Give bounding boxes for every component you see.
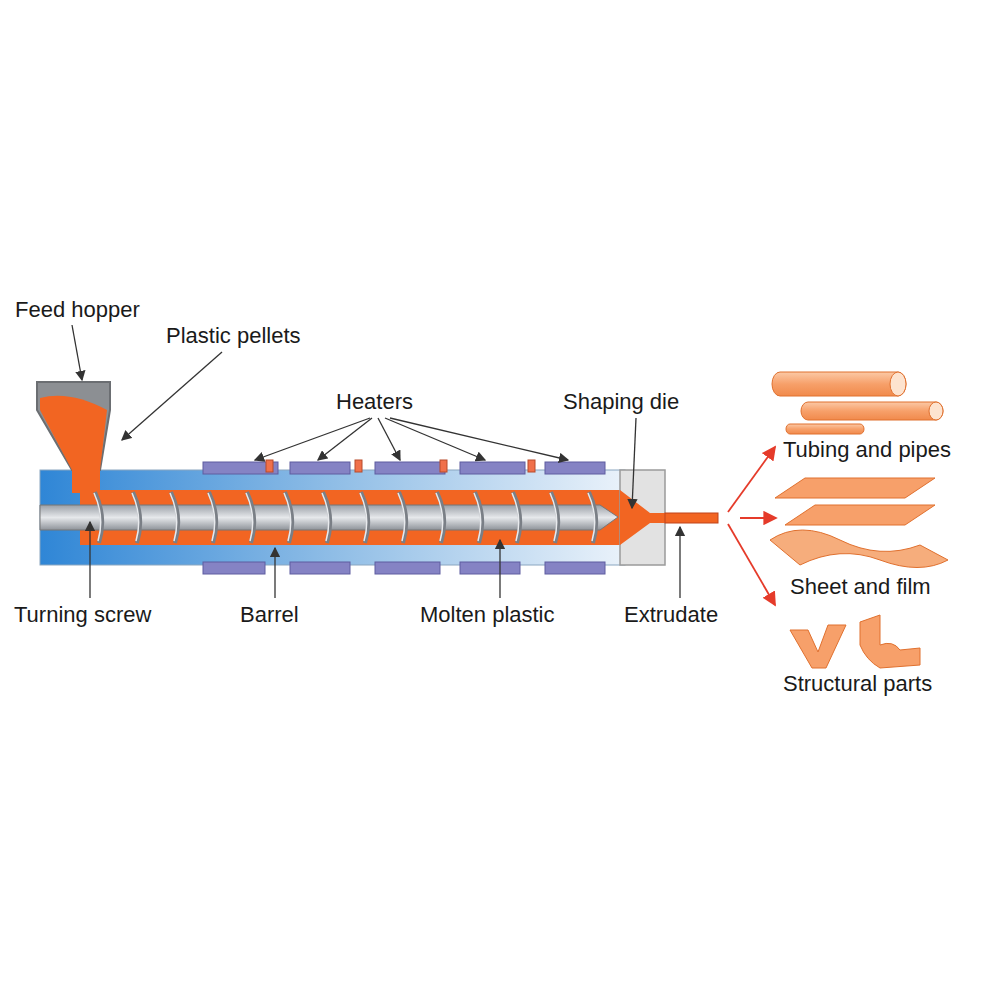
part-label: Heaters	[336, 390, 413, 414]
part-label: Barrel	[240, 603, 299, 627]
product-label: Sheet and film	[790, 575, 931, 599]
part-label: Molten plastic	[420, 603, 555, 627]
product-label: Structural parts	[783, 672, 932, 696]
screw-flight	[360, 493, 367, 541]
screw-flight	[246, 493, 253, 541]
screw-flight	[133, 492, 140, 543]
screw-flight	[550, 493, 557, 541]
screw-flight	[436, 493, 443, 541]
screw-flight	[398, 493, 405, 541]
screw-flight	[323, 492, 330, 543]
part-label: Feed hopper	[15, 298, 140, 322]
screw-flight	[247, 492, 254, 543]
screw-flight	[171, 492, 178, 543]
screw-flight	[284, 493, 291, 541]
screw-flight	[399, 492, 406, 543]
part-label: Extrudate	[624, 603, 718, 627]
screw-flight	[285, 492, 292, 543]
screw-flight	[475, 492, 482, 543]
screw-flight	[588, 493, 595, 541]
part-label: Turning screw	[14, 603, 151, 627]
screw-flight	[437, 492, 444, 543]
screw-flight	[513, 492, 520, 543]
part-label: Plastic pellets	[166, 324, 301, 348]
screw-flight	[94, 493, 101, 541]
product-label: Tubing and pipes	[783, 438, 951, 462]
screw-flight	[170, 493, 177, 541]
screw-flight	[589, 492, 596, 543]
screw-flight	[361, 492, 368, 543]
screw-flight	[208, 493, 215, 541]
screw-flight	[512, 493, 519, 541]
screw-flight	[95, 492, 102, 543]
screw-flight	[474, 493, 481, 541]
part-label: Shaping die	[563, 390, 679, 414]
screw-flight	[209, 492, 216, 543]
screw-flight	[132, 493, 139, 541]
screw-flight	[551, 492, 558, 543]
screw-flight	[322, 493, 329, 541]
